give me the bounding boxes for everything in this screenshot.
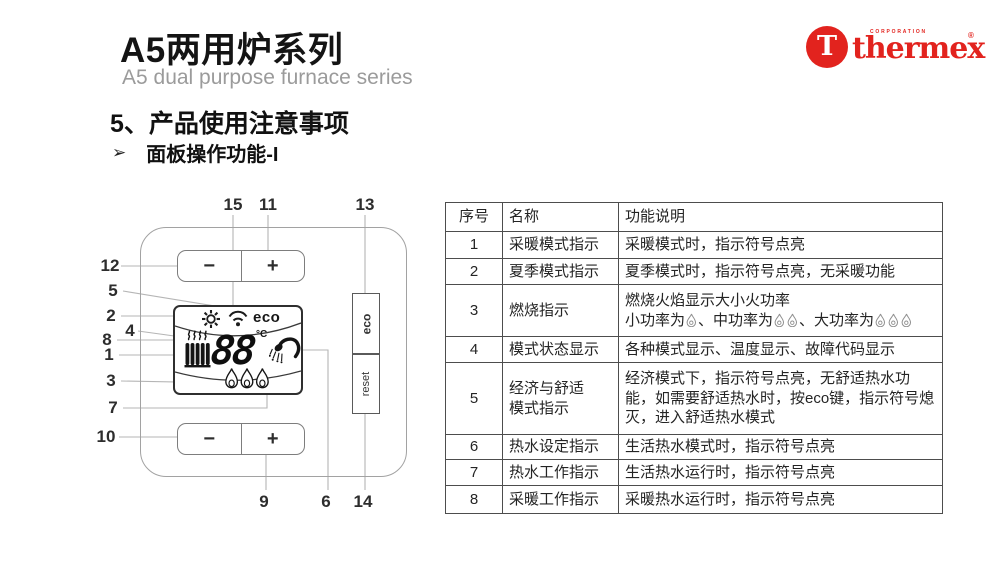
name-line1: 经济与舒适	[509, 379, 585, 397]
callout-10: 10	[96, 427, 116, 446]
cell-desc: 夏季模式时，指示符号点亮，无采暖功能	[618, 258, 943, 285]
table-row: 6 热水设定指示 生活热水模式时，指示符号点亮	[445, 434, 943, 460]
cell-desc: 采暖热水运行时，指示符号点亮	[618, 485, 943, 514]
page-subtitle: A5 dual purpose furnace series	[122, 66, 413, 89]
cell-no: 1	[445, 231, 503, 259]
page-title: A5两用炉系列	[120, 31, 344, 70]
cell-no: 4	[445, 336, 503, 363]
cell-name: 夏季模式指示	[502, 258, 619, 285]
header-no: 序号	[445, 202, 503, 232]
flames-icon	[225, 367, 269, 389]
table-row: 2 夏季模式指示 夏季模式时，指示符号点亮，无采暖功能	[445, 258, 943, 285]
heating-minus-button: −	[178, 251, 242, 281]
cell-no: 2	[445, 258, 503, 285]
cell-name: 经济与舒适 模式指示	[502, 362, 619, 435]
cell-desc: 各种模式显示、温度显示、故障代码显示	[618, 336, 943, 363]
panel-outline	[140, 227, 407, 477]
sun-icon	[202, 310, 220, 328]
callout-4: 4	[125, 321, 135, 340]
callout-7: 7	[108, 398, 118, 417]
cell-no: 6	[445, 434, 503, 460]
cell-desc: 燃烧火焰显示大小火功率 小功率为 、中功率为 、大功率为	[618, 284, 943, 337]
hotwater-plus-button: +	[266, 427, 279, 450]
control-panel-diagram: − + eco	[90, 190, 435, 520]
cell-name: 热水工作指示	[502, 459, 619, 486]
eco-button-label: eco	[359, 313, 373, 334]
table-row: 1 采暖模式指示 采暖模式时，指示符号点亮	[445, 231, 943, 259]
registered-trademark-icon: ®	[968, 31, 974, 40]
bullet-row: ➢ 面板操作功能-I	[112, 138, 278, 167]
thermex-logo: T CORPORATION thermex ®	[800, 16, 985, 71]
shower-icon	[269, 337, 301, 364]
callout-5: 5	[108, 281, 118, 300]
callout-8: 8	[102, 330, 112, 349]
cell-name: 模式状态显示	[502, 336, 619, 363]
flame-icon	[875, 313, 886, 328]
table-header-row: 序号 名称 功能说明	[445, 202, 943, 232]
summer-mode-signal-icon	[228, 310, 248, 327]
logo-monogram: T	[816, 30, 838, 62]
table-row: 3 燃烧指示 燃烧火焰显示大小火功率 小功率为 、中功率为 、大功率为	[445, 284, 943, 337]
cell-desc: 生活热水模式时，指示符号点亮	[618, 434, 943, 460]
top-button-pair: − +	[177, 250, 305, 282]
callout-3: 3	[106, 371, 116, 390]
section-heading: 5、产品使用注意事项	[110, 110, 349, 138]
callout-12: 12	[100, 256, 120, 275]
logo-circle-icon: T	[806, 26, 848, 68]
table-row: 4 模式状态显示 各种模式显示、温度显示、故障代码显示	[445, 336, 943, 363]
radiator-icon	[184, 330, 211, 368]
flame-icon	[686, 313, 697, 328]
callout-11: 11	[259, 195, 277, 214]
hotwater-minus-button: −	[178, 424, 242, 454]
flame-icon	[888, 313, 899, 328]
lcd-temperature-unit: °C	[256, 329, 268, 340]
eco-button: eco	[352, 293, 380, 354]
seg-mid-power: 、中功率为	[698, 311, 774, 329]
cell-name: 热水设定指示	[502, 434, 619, 460]
lcd-separator-arcs	[175, 322, 301, 381]
header-name: 名称	[502, 202, 619, 232]
callout-13: 13	[355, 195, 375, 214]
table-row: 5 经济与舒适 模式指示 经济模式下，指示符号点亮，无舒适热水功能，如需要舒适热…	[445, 362, 943, 435]
cell-name: 燃烧指示	[502, 284, 619, 337]
cell-no: 8	[445, 485, 503, 514]
bullet-arrow-icon: ➢	[112, 142, 127, 162]
cell-no: 3	[445, 284, 503, 337]
cell-desc: 经济模式下，指示符号点亮，无舒适热水功能，如需要舒适热水时，按eco键，指示符号…	[618, 362, 943, 435]
callout-14: 14	[353, 492, 373, 511]
callout-9: 9	[259, 492, 269, 511]
lcd-eco-indicator: eco	[253, 309, 281, 326]
cell-desc: 采暖模式时，指示符号点亮	[618, 231, 943, 259]
burn-desc-line2: 小功率为 、中功率为 、大功率为	[625, 311, 936, 331]
cell-desc: 生活热水运行时，指示符号点亮	[618, 459, 943, 486]
burn-desc-line1: 燃烧火焰显示大小火功率	[625, 291, 791, 309]
function-table: 序号 名称 功能说明 1 采暖模式指示 采暖模式时，指示符号点亮 2 夏季模式指…	[445, 202, 943, 514]
cell-name: 采暖工作指示	[502, 485, 619, 514]
cell-name: 采暖模式指示	[502, 231, 619, 259]
callout-15: 15	[223, 195, 243, 214]
callout-1: 1	[104, 345, 114, 364]
callout-6: 6	[321, 492, 331, 511]
header-desc: 功能说明	[618, 202, 943, 232]
bullet-text: 面板操作功能-I	[146, 144, 279, 166]
lcd-display: eco 88 °C	[173, 305, 303, 395]
reset-button-label: reset	[360, 371, 372, 397]
cell-no: 5	[445, 362, 503, 435]
cell-no: 7	[445, 459, 503, 486]
logo-corporation-text: CORPORATION	[870, 29, 927, 35]
heating-plus-button: +	[266, 254, 279, 277]
logo-brand-text: thermex	[852, 31, 985, 66]
bottom-button-pair: − +	[177, 423, 305, 455]
callout-2: 2	[106, 306, 116, 325]
flame-icon	[774, 313, 785, 328]
flame-icon	[787, 313, 798, 328]
seg-large-power: 、大功率为	[799, 311, 875, 329]
name-line2: 模式指示	[509, 399, 570, 417]
table-row: 8 采暖工作指示 采暖热水运行时，指示符号点亮	[445, 485, 943, 514]
table-row: 7 热水工作指示 生活热水运行时，指示符号点亮	[445, 459, 943, 486]
seg-small-power: 小功率为	[625, 311, 686, 329]
flame-icon	[901, 313, 912, 328]
reset-button: reset	[352, 354, 380, 414]
